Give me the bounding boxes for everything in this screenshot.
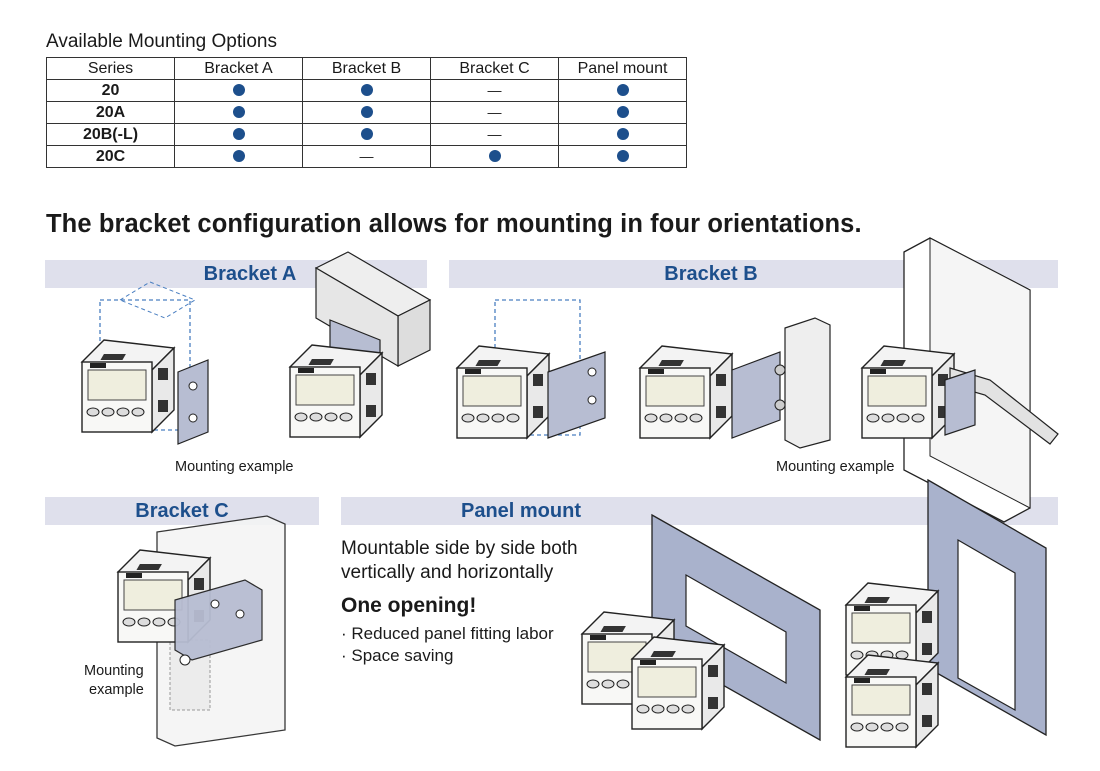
available-dot-icon [232,150,245,163]
available-dot-icon [616,128,629,141]
header-bracket-b: Bracket B [302,57,431,80]
availability-cell: — [302,145,431,168]
headline: The bracket configuration allows for mou… [46,210,862,238]
panel-mount-desc-line2: vertically and horizontally [341,562,554,583]
availability-cell [174,145,303,168]
availability-cell [558,101,687,124]
available-dot-icon [360,106,373,119]
table-row: 20B(-L)— [46,123,687,146]
panel-mount-desc-line1: Mountable side by side both [341,538,578,559]
bracket-a-caption: Mounting example [175,459,294,475]
available-dot-icon [360,84,373,97]
available-dot-icon [232,106,245,119]
mounting-options-table: Series Bracket A Bracket B Bracket C Pan… [46,57,687,168]
panel-mount-bullet-2: · Space saving [341,646,454,665]
not-available-dash: — [487,82,502,99]
table-header-row: Series Bracket A Bracket B Bracket C Pan… [46,57,687,80]
bracket-b-figure-3 [861,237,1059,523]
available-dot-icon [616,106,629,119]
available-dot-icon [360,128,373,141]
available-dot-icon [616,84,629,97]
series-cell: 20 [46,79,175,102]
bracket-b-title: Bracket B [664,263,758,285]
bracket-a-figure-2 [289,251,432,438]
not-available-dash: — [487,126,502,143]
bracket-c-caption-line2: example [89,682,144,698]
bracket-a-figure-1 [81,281,209,445]
panel-mount-title: Panel mount [460,500,581,522]
bracket-c-band: Bracket C [45,497,319,525]
available-dot-icon [232,84,245,97]
table-row: 20A— [46,101,687,124]
panel-mount-figure-horizontal [581,513,821,742]
bracket-c-figure [117,515,286,747]
availability-cell [558,145,687,168]
bracket-b-figure-2 [639,317,831,449]
table-row: 20C — [46,145,687,168]
available-dot-icon [616,150,629,163]
not-available-dash: — [359,148,374,165]
available-dot-icon [488,150,501,163]
panel-mount-bullet-1: · Reduced panel fitting labor [341,624,554,643]
bracket-c-caption-line1: Mounting [84,663,144,679]
series-cell: 20C [46,145,175,168]
bracket-b-caption: Mounting example [776,459,895,475]
header-bracket-a: Bracket A [174,57,303,80]
bracket-c-title: Bracket C [135,500,229,522]
available-dot-icon [232,128,245,141]
panel-mount-figure-vertical [845,478,1047,748]
not-available-dash: — [487,104,502,121]
table-title: Available Mounting Options [46,31,277,52]
panel-mount-highlight: One opening! [341,594,477,617]
bracket-b-figure-1 [456,299,606,439]
bracket-a-title: Bracket A [203,263,297,285]
